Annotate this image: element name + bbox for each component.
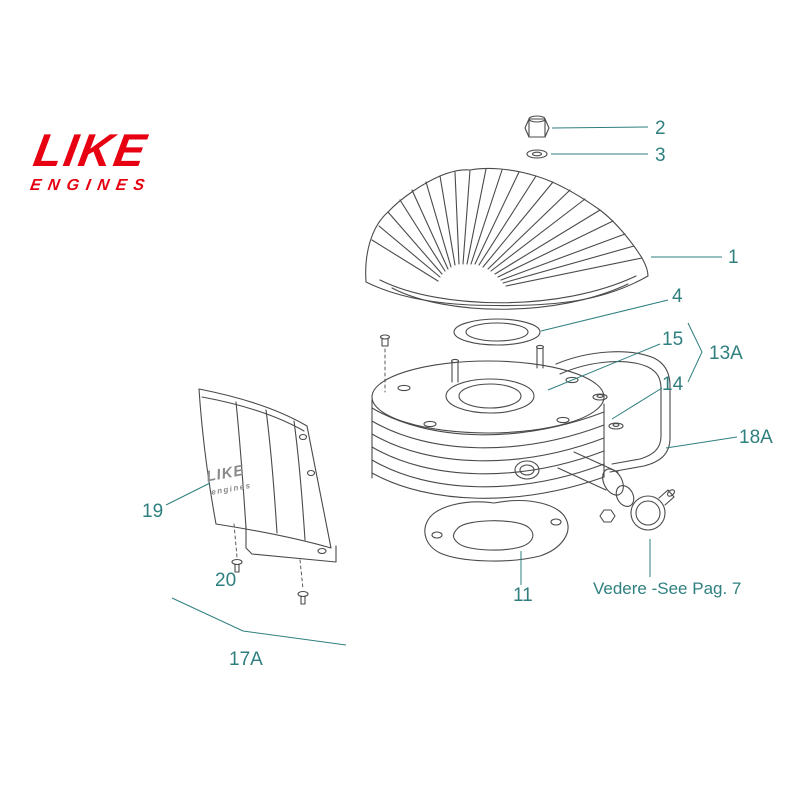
- base-gasket-drawing: [424, 500, 569, 562]
- bracket-17a: [171, 597, 347, 646]
- note-text: Vedere -See Pag. 7: [593, 579, 741, 598]
- part-label-15: 15: [662, 329, 683, 350]
- drawing-layer: [198, 115, 676, 605]
- part-label-14: 14: [662, 374, 684, 395]
- leader-15: [547, 343, 661, 391]
- washer-drawing: [526, 149, 548, 159]
- part-label-4: 4: [672, 286, 683, 307]
- part-label-1: 1: [728, 247, 739, 268]
- cylinder-drawing: [371, 344, 605, 499]
- shroud-logo: LIKE engines: [205, 462, 252, 497]
- part-label-2: 2: [655, 118, 666, 139]
- brand-logo-sub: ENGINES: [29, 176, 153, 194]
- shroud-logo-main: LIKE: [205, 462, 246, 485]
- labels-layer: 2 3 1 4 15 13A 14 18A 19 20 11 17A Veder…: [142, 118, 773, 670]
- shroud-drawing: [198, 388, 337, 563]
- leader-18a: [665, 436, 738, 449]
- bracket-13a: [687, 322, 703, 383]
- nut-drawing: [524, 115, 550, 138]
- part-label-13a: 13A: [709, 343, 743, 364]
- head-gasket-ring-drawing: [453, 318, 541, 346]
- leader-lines: [165, 126, 738, 646]
- intake-clamp-drawing: [557, 451, 676, 531]
- brand-logo-main: LIKE: [30, 124, 152, 176]
- leader-4: [540, 299, 669, 332]
- part-label-19: 19: [142, 501, 163, 522]
- leader-2: [551, 126, 649, 129]
- part-label-17a: 17A: [229, 649, 263, 670]
- part-label-11: 11: [513, 585, 533, 606]
- stud-screw-drawing: [379, 334, 391, 393]
- part-label-3: 3: [655, 145, 666, 166]
- part-label-20: 20: [215, 570, 236, 591]
- brand-logo: LIKE ENGINES: [29, 124, 153, 194]
- side-bracket-drawing: [555, 351, 671, 473]
- part-label-18a: 18A: [739, 427, 773, 448]
- cylinder-head-drawing: [365, 167, 649, 310]
- leader-19: [165, 482, 211, 506]
- leader-14: [611, 387, 663, 420]
- shroud-screws-drawing: [231, 523, 309, 605]
